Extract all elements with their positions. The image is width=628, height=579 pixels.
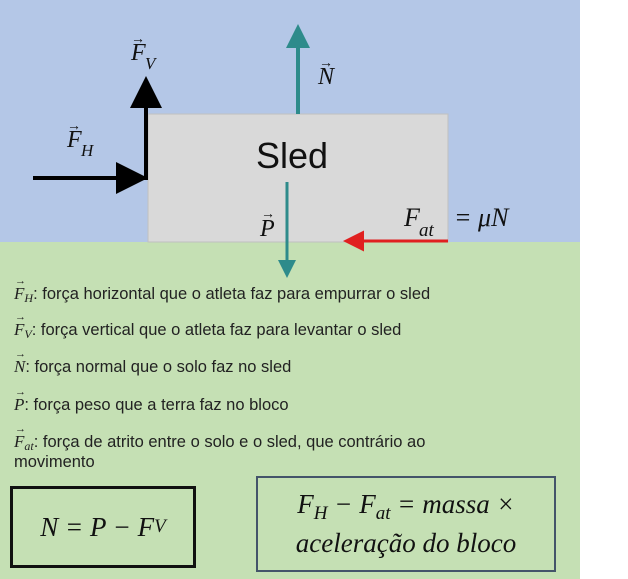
normal-equation-text: N = P − F: [40, 511, 155, 542]
svg-text:at: at: [419, 220, 435, 241]
svg-text:F: F: [130, 40, 146, 66]
legend-fv: FV: força vertical que o atleta faz para…: [14, 311, 402, 341]
legend-fh-sub: H: [24, 291, 34, 305]
legend-fat-text-cont: movimento: [14, 453, 95, 472]
sled-label: Sled: [256, 135, 328, 176]
svg-text:N: N: [317, 64, 336, 90]
ground-background: [0, 242, 580, 579]
legend-fv-sub: V: [24, 327, 32, 341]
svg-text:H: H: [80, 141, 95, 160]
legend-fat: Fat: força de atrito entre o solo e o sl…: [14, 423, 426, 473]
legend-n-text: : força normal que o solo faz no sled: [25, 358, 292, 376]
fv-label: F V →: [130, 32, 158, 73]
n-label: N →: [317, 56, 336, 90]
svg-text:P: P: [259, 216, 275, 242]
legend-fh-symbol: F: [14, 275, 26, 304]
newton-equation-box: FH − Fat = massa × aceleração do bloco: [256, 476, 556, 572]
svg-text:→: →: [131, 32, 145, 47]
newton-equation-line2: aceleração do bloco: [295, 528, 517, 559]
legend-fat-text: : força de atrito entre o solo e o sled,…: [33, 433, 426, 451]
svg-text:→: →: [67, 119, 81, 134]
fat-label: F at = μN: [403, 203, 510, 241]
svg-text:= μN: = μN: [454, 203, 510, 232]
svg-text:F: F: [403, 203, 421, 232]
legend-fh: FH: força horizontal que o atleta faz pa…: [14, 275, 431, 305]
fh-label: F H →: [66, 119, 95, 160]
legend-p-text: : força peso que a terra faz no bloco: [24, 396, 289, 414]
p-label: P →: [259, 207, 275, 242]
svg-text:→: →: [319, 56, 333, 71]
legend-fat-symbol: F: [14, 423, 26, 452]
legend-fat-sub: at: [24, 439, 34, 453]
legend-n: N: força normal que o solo faz no sled: [14, 348, 292, 378]
svg-text:V: V: [145, 54, 158, 73]
newton-equation-line1: FH − Fat = massa ×: [297, 488, 515, 524]
svg-text:→: →: [261, 207, 275, 222]
legend-fv-symbol: F: [14, 311, 26, 340]
svg-text:F: F: [66, 127, 82, 153]
normal-equation-sub: V: [154, 516, 166, 537]
legend-n-symbol: N: [14, 348, 26, 377]
sled-block: [147, 113, 449, 243]
legend-p-symbol: P: [14, 386, 26, 415]
legend-p: P: força peso que a terra faz no bloco: [14, 386, 289, 416]
legend-fv-text: : força vertical que o atleta faz para l…: [31, 321, 402, 339]
legend-fh-text: : força horizontal que o atleta faz para…: [33, 285, 431, 303]
